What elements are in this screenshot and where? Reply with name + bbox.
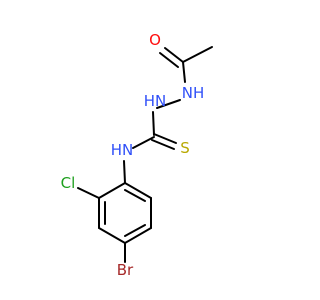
bond-thiocarbonyl-nh: [132, 136, 155, 149]
bond-carbonyl-oxygen-2: [159, 52, 179, 68]
ring-inner-c4-c5: [124, 224, 146, 237]
atom-label-hn-middle: HN: [144, 92, 167, 110]
atom-labels: O NH HN S HN Cl Br: [61, 31, 205, 279]
ring-inner-c1-c6: [124, 189, 146, 202]
bond-nh-thiocarbonyl: [152, 111, 155, 136]
atom-label-sulfur: S: [180, 139, 190, 157]
bond-nh-ring: [123, 160, 126, 184]
atom-label-chlorine: Cl: [61, 174, 76, 192]
atom-label-oxygen: O: [149, 31, 161, 49]
ring-bond-c3-c4: [98, 227, 126, 244]
bond-carbonyl-nh: [182, 61, 186, 83]
molecule-diagram: O NH HN S HN Cl Br: [61, 31, 213, 279]
atom-label-hn-aryl: HN: [111, 141, 134, 159]
bond-carbonyl-oxygen-1: [164, 47, 184, 63]
ring-bond-c4-c5: [124, 227, 152, 244]
bond-thiocarbonyl-sulfur-1: [153, 133, 177, 144]
atom-label-nh-top: NH: [182, 84, 205, 102]
bond-methyl-carbonyl: [182, 46, 213, 63]
bond-thiocarbonyl-sulfur-2: [151, 139, 175, 150]
bond-ring-chlorine: [77, 187, 100, 199]
ring-bond-c1-c2: [98, 182, 126, 199]
ring-bond-c6-c1: [124, 182, 152, 199]
atom-label-bromine: Br: [117, 261, 134, 279]
bond-n-n: [156, 99, 181, 109]
bonds: [77, 46, 213, 263]
